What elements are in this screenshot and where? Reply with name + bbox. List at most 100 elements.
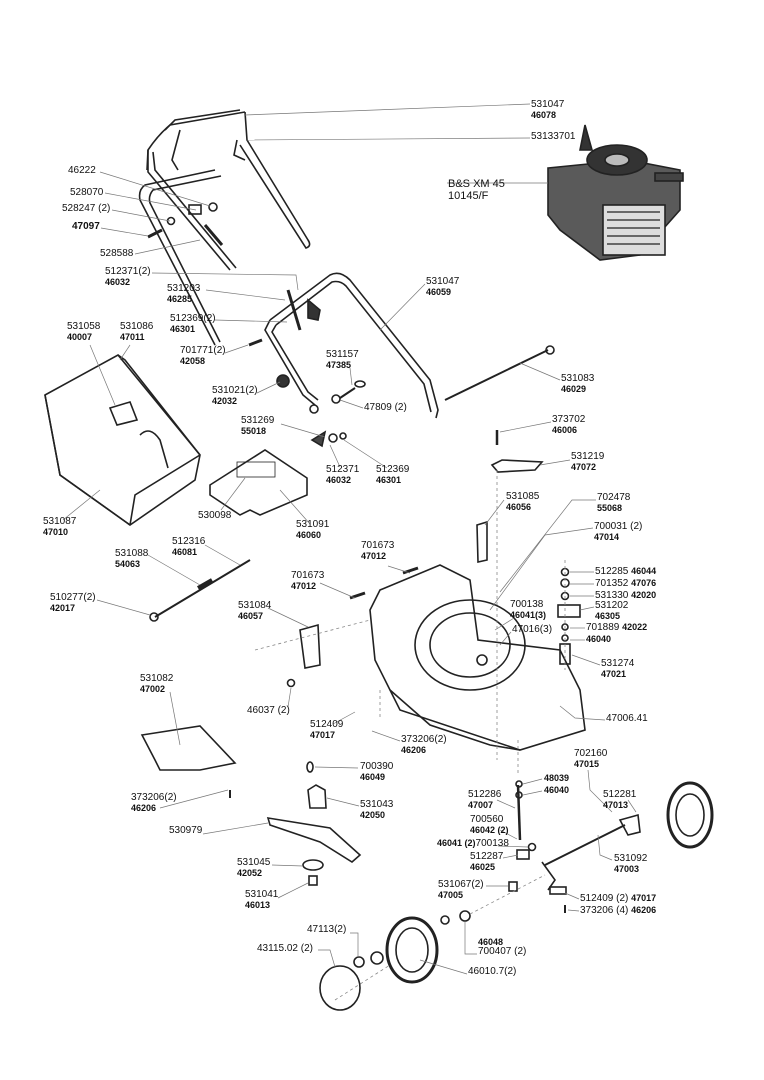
- blade-drawing: [266, 817, 362, 863]
- part-number: 528247 (2): [62, 203, 111, 214]
- order-number: 54063: [115, 559, 141, 569]
- order-number: 46048: [478, 937, 504, 947]
- order-number: 46041(3): [510, 610, 547, 620]
- part-number: 512286: [468, 789, 502, 800]
- order-number: 46206: [631, 905, 657, 915]
- part-number: 531219: [571, 451, 605, 462]
- part-number: 47006.41: [606, 713, 648, 724]
- engine-drawing: [547, 124, 684, 261]
- order-number: 46040: [586, 634, 612, 644]
- part-number: 512285: [595, 566, 629, 577]
- part-number: 531330: [595, 590, 629, 601]
- callout-bolt-700138-b: 46041 (2)700138: [437, 838, 509, 849]
- part-number: 700138: [475, 838, 509, 849]
- part-number: 531085: [506, 491, 540, 502]
- order-number: 46013: [245, 900, 271, 910]
- order-number: 46301: [376, 475, 402, 485]
- callout-nut-47809: 47809 (2): [364, 403, 407, 413]
- order-number: 47012: [291, 581, 317, 591]
- part-number: 531021(2): [212, 385, 258, 396]
- part-number: 512371: [326, 464, 360, 475]
- order-number: 46040: [544, 785, 570, 795]
- flap-drawing: [140, 725, 237, 771]
- order-number: 42052: [237, 868, 263, 878]
- part-number: 702160: [574, 748, 608, 759]
- hubcap-drawing: [319, 965, 361, 1011]
- upper-handle-drawing: [138, 109, 311, 346]
- order-number: 46305: [595, 611, 621, 621]
- order-number: 46032: [105, 277, 131, 287]
- order-number: 55068: [597, 503, 623, 513]
- washer-icon: [208, 202, 218, 212]
- part-number: 531047: [531, 99, 565, 110]
- callout-deck: 47006.41: [606, 714, 648, 724]
- wheel-drawing-front: [385, 916, 439, 984]
- deck-drawing: [369, 564, 586, 751]
- part-number: 701352: [595, 578, 629, 589]
- order-number: 47011: [120, 332, 145, 342]
- callout-hubcap-43115: 43115.02 (2): [257, 944, 313, 954]
- order-number: 46025: [470, 862, 496, 872]
- part-number: 528070: [70, 187, 104, 198]
- order-number: 46049: [360, 772, 386, 782]
- part-number: 512369(2): [170, 313, 216, 324]
- order-number: 42032: [212, 396, 238, 406]
- part-number: 510277(2): [50, 592, 96, 603]
- part-number: 47113(2): [307, 924, 347, 935]
- part-number: 702478: [597, 492, 631, 503]
- part-number: 373206 (4): [580, 905, 629, 916]
- order-number: 42022: [622, 622, 648, 632]
- order-number: 42058: [180, 356, 206, 366]
- callout-wheel: 46010.7(2): [468, 967, 516, 977]
- part-number: 531083: [561, 373, 595, 384]
- callout-washer-512371-2: 512371(2)46032: [105, 266, 151, 288]
- order-number: 47017: [310, 730, 336, 740]
- order-number: 55018: [241, 426, 267, 436]
- order-number: 47385: [326, 360, 352, 370]
- part-number: 701673: [361, 540, 395, 551]
- part-number: 373702: [552, 414, 586, 425]
- order-number: 47017: [631, 893, 657, 903]
- part-number: 531202: [595, 600, 629, 611]
- order-number: 46032: [326, 475, 352, 485]
- order-number: 46056: [506, 502, 532, 512]
- part-number: 531087: [43, 516, 77, 527]
- callout-screw-373206-a: 373206(2)46206: [401, 735, 447, 756]
- callout-clip-512409-2: 512409 (2) 47017: [580, 893, 656, 904]
- part-number: 512371(2): [105, 266, 151, 277]
- callout-bolt-701771: 701771(2)42058: [180, 346, 226, 367]
- part-number: 47097: [72, 221, 100, 232]
- part-number: 531043: [360, 799, 394, 810]
- bracket-drawing: [299, 623, 321, 669]
- part-number: 47809 (2): [364, 402, 407, 413]
- order-number: 42017: [50, 603, 76, 613]
- order-number: 46057: [238, 611, 264, 621]
- engine-model: B&S XM 45: [448, 178, 505, 190]
- part-number: 512287: [470, 851, 504, 862]
- part-number: 700560: [470, 814, 504, 825]
- callout-blade: 530979: [169, 826, 202, 836]
- order-number: 46060: [296, 530, 322, 540]
- callout-part-701352: 701352 47076: [595, 578, 656, 589]
- order-number: 47002: [140, 684, 166, 694]
- callout-label-530098: 530098: [198, 511, 231, 521]
- part-number: 528588: [100, 248, 134, 259]
